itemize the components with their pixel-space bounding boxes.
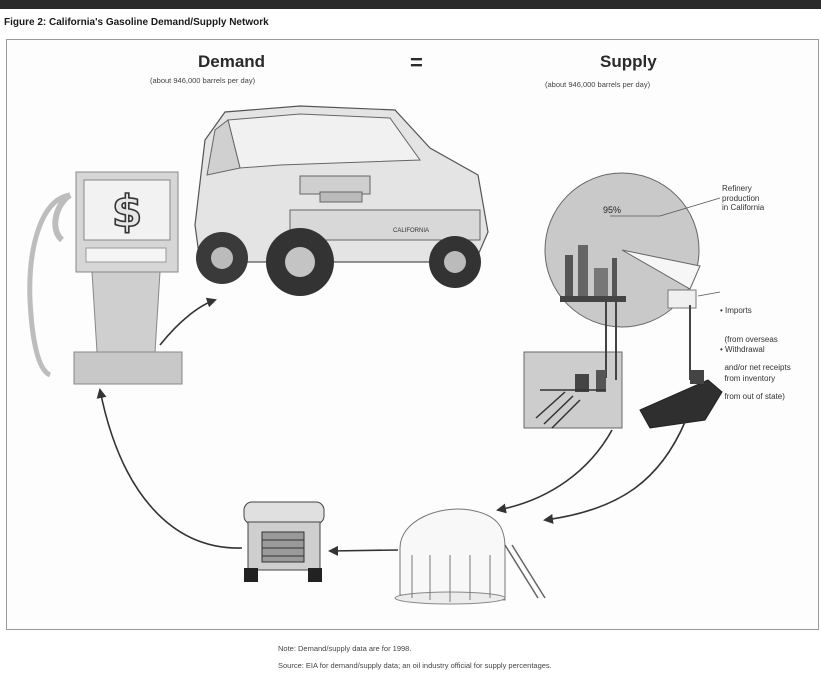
storage-tank-icon <box>394 508 546 605</box>
supply-title: Supply <box>600 52 657 71</box>
refinery-percent-label: 95% <box>603 205 622 215</box>
figure-title: Figure 2: California's Gasoline Demand/S… <box>4 17 269 28</box>
tanker-truck-icon <box>243 501 325 582</box>
gas-pump-icon <box>27 171 183 385</box>
note-text: Note: Demand/supply data are for 1998. <box>278 644 412 653</box>
withdrawal-label: • Withdrawal from inventory <box>720 345 776 383</box>
license-plate: CALIFORNIA <box>393 228 429 234</box>
refinery-pipeline-icon <box>523 300 623 429</box>
imports-label: • Imports (from overseas and/or net rece… <box>720 306 791 401</box>
tanker-ship-icon <box>639 305 723 429</box>
suv-car-icon <box>194 105 489 296</box>
dollar-sign-text: $ <box>112 186 143 237</box>
arrow-truck-to-pump <box>96 388 243 549</box>
equals-sign: = <box>410 50 423 75</box>
arrow-refinery-to-storage <box>496 429 613 514</box>
demand-title: Demand <box>198 52 266 71</box>
source-text: Source: EIA for demand/supply data; an o… <box>278 661 552 670</box>
supply-subtitle: (about 946,000 barrels per day) <box>545 80 651 89</box>
refinery-production-label: Refinery production in California <box>722 184 765 212</box>
top-bar <box>0 0 821 9</box>
refinery-pie-icon <box>544 172 721 328</box>
arrow-pump-to-car <box>159 297 217 346</box>
flow-arrows <box>96 297 686 556</box>
arrow-ship-to-storage <box>543 421 686 524</box>
demand-subtitle: (about 946,000 barrels per day) <box>150 76 256 85</box>
arrow-storage-to-truck <box>328 545 399 556</box>
